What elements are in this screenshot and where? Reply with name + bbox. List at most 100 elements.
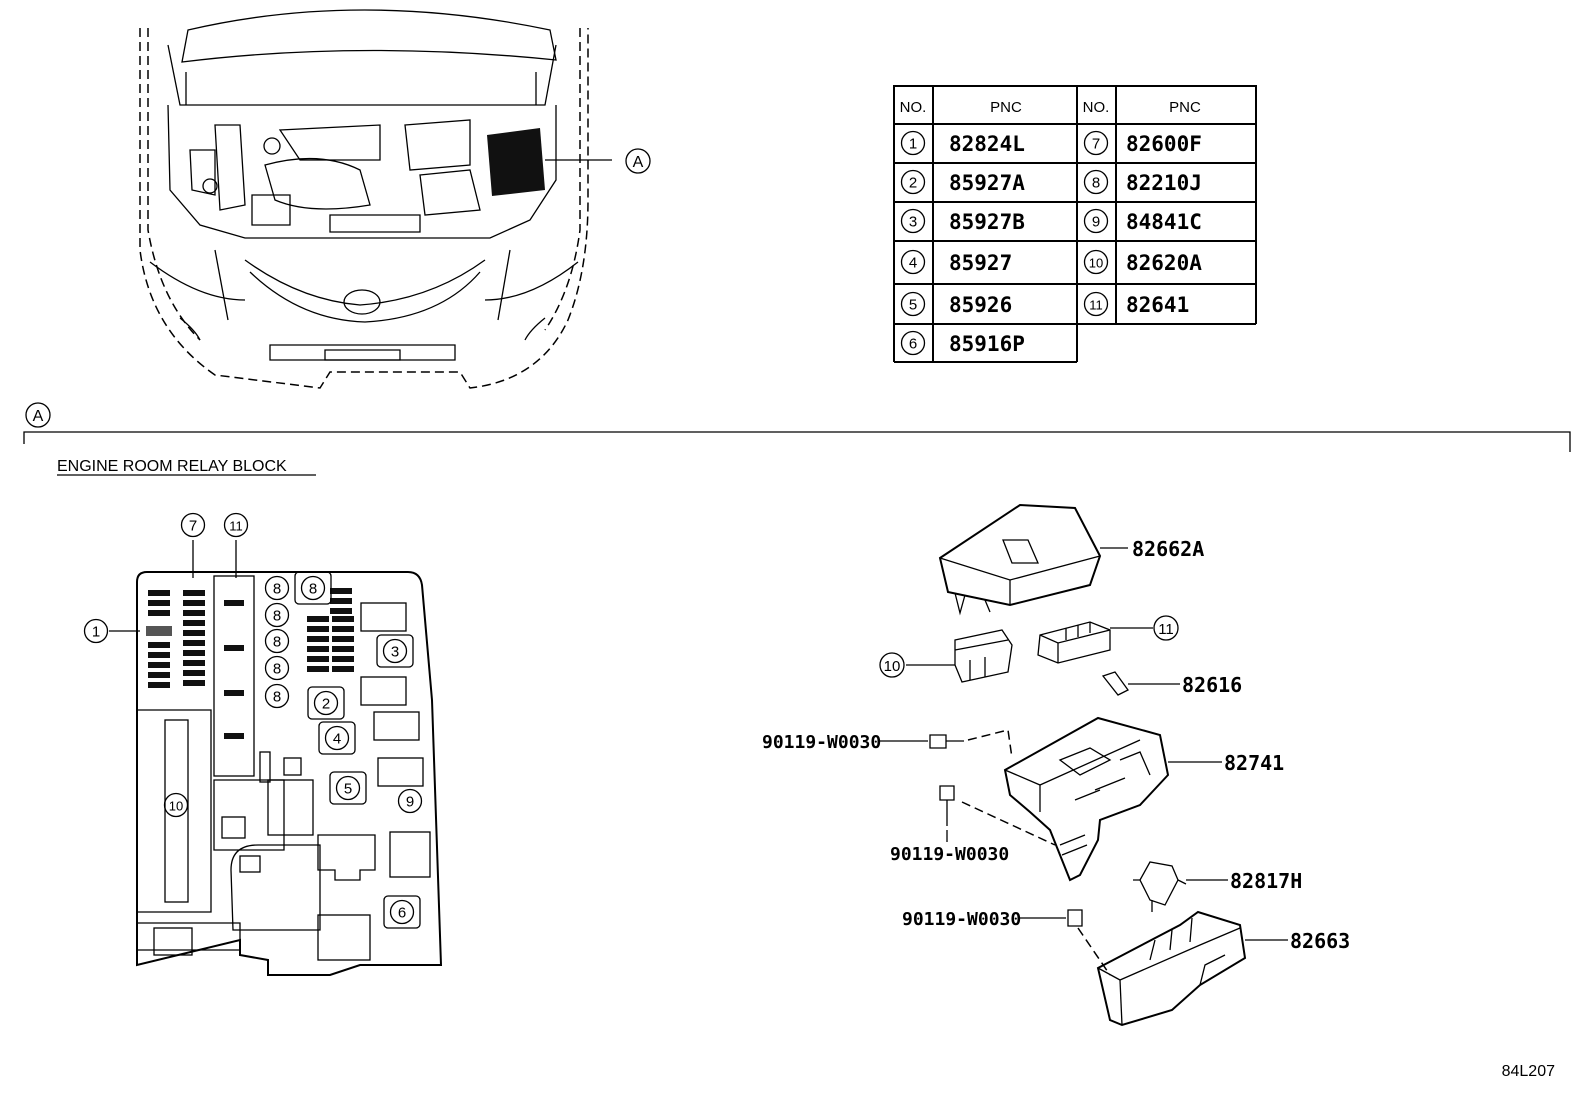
callout-circle [397,788,423,814]
row-pnc: 82824L [949,132,1025,156]
bolt-label-1: 90119-W0030 [762,732,881,753]
fuse-slot [224,690,244,696]
row-number: 2 [909,175,917,192]
relay-block-callout: 5 [344,781,352,798]
fuse-slot [224,733,244,739]
callout-circle [324,725,350,751]
section-divider: A ENGINE ROOM RELAY BLOCK [23,402,1571,476]
row-number-circle [1083,249,1109,275]
header-no: NO. [900,99,927,116]
callout-circle [163,792,189,818]
callout-10-exploded: 10 [884,658,901,675]
bolt-label-3: 90119-W0030 [902,909,1021,930]
relay-11 [1037,621,1111,664]
fuse-1-highlight [146,626,172,636]
row-number-circle [1083,130,1109,156]
relay-block-callout: 3 [391,644,399,661]
callout-circle [264,628,290,654]
row-pnc: 85927A [949,171,1025,195]
relay-block-callout: 8 [309,581,317,598]
row-number: 6 [909,336,917,353]
part-82663: 82663 [1290,929,1350,953]
car-front-illustration: A [139,9,651,389]
fuse-slot [224,600,244,606]
relay-block-callout: 7 [189,518,197,535]
fuse-slot [224,645,244,651]
row-number: 3 [909,214,917,231]
part-82817H: 82817H [1230,869,1302,893]
row-number: 10 [1089,256,1103,271]
fuse-slot [307,646,329,652]
row-number-circle [900,208,926,234]
row-number-circle [1083,169,1109,195]
row-pnc: 85926 [949,293,1012,317]
fuse-slot [332,666,354,672]
cover-82662A [938,503,1102,616]
fuse-slot [148,652,170,658]
header-pnc: PNC [1169,99,1201,116]
row-pnc: 84841C [1126,210,1202,234]
fuse-slot [330,608,352,614]
fuse-slot [148,672,170,678]
section-title: ENGINE ROOM RELAY BLOCK [57,458,287,475]
relay-block-callout: 8 [273,581,281,598]
row-number: 7 [1092,136,1100,153]
relay-block-callout: 11 [229,519,243,534]
callout-circle [335,775,361,801]
relay-slot-box [318,721,356,755]
bracket-82741 [1003,716,1170,882]
fuse-slot [332,646,354,652]
part-82616: 82616 [1182,673,1242,697]
fuse-slot [183,680,205,686]
callout-a-top: A [633,154,644,171]
row-number-circle [1083,208,1109,234]
callout-11-exploded: 11 [1158,621,1174,638]
callout-circle [264,575,290,601]
part-82741: 82741 [1224,751,1284,775]
callout-circle [180,512,206,538]
callout-circle [313,690,339,716]
row-number-circle [1083,291,1109,317]
relay-block-callout: 8 [273,661,281,678]
callout-circle [264,602,290,628]
callout-circle [389,899,415,925]
fuse-slot [183,640,205,646]
row-pnc: 82620A [1126,251,1202,275]
fuse-slot [148,600,170,606]
row-number: 1 [909,136,917,153]
relay-slot-box [383,895,421,929]
row-pnc: 82600F [1126,132,1202,156]
fuse-slot [332,656,354,662]
relay-block-callout: 8 [273,634,281,651]
relay-block-callout: 2 [322,696,330,713]
header-pnc: PNC [990,99,1022,116]
fuse-slot [330,588,352,594]
fuse-slot [183,610,205,616]
callout-a-section: A [33,408,44,425]
exploded-view: 82662A 11 10 82616 90119-W0030 [762,503,1350,1027]
relay-block-callout: 4 [333,731,341,748]
fuse-slot [307,616,329,622]
fuse-slot [148,610,170,616]
header-no: NO. [1083,99,1110,116]
row-number-circle [900,330,926,356]
callout-circle [83,618,109,644]
figure-code: 84L207 [1502,1063,1555,1080]
callout-circle [382,638,408,664]
row-number-circle [900,291,926,317]
fuse-slot [183,670,205,676]
fuse-slot [148,682,170,688]
row-number-circle [900,249,926,275]
row-pnc: 82641 [1126,293,1189,317]
bolt-label-2: 90119-W0030 [890,844,1009,865]
fuse-slot [148,662,170,668]
fuse-slot [307,636,329,642]
relay-slot-box [307,686,345,720]
row-pnc: 85927B [949,210,1025,234]
row-number: 9 [1092,214,1100,231]
row-pnc: 85927 [949,251,1012,275]
relay-block-callout: 1 [92,624,100,641]
relay-block-callout: 8 [273,608,281,625]
fuse-slot [330,598,352,604]
